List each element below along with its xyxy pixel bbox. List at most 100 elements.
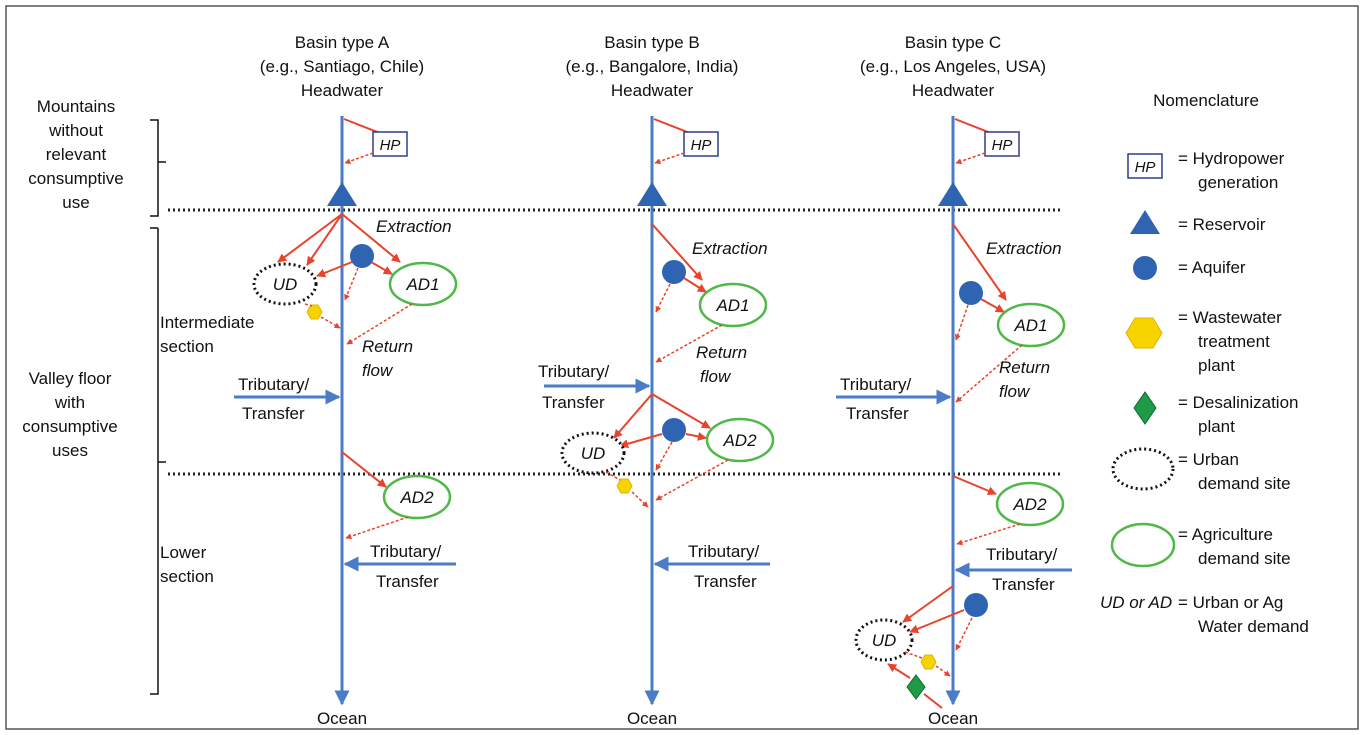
basin-a-tributary-label: Transfer — [242, 404, 305, 423]
zone-label-line: Lower — [160, 543, 207, 562]
basin-b-aquifer2-to-ad2 — [685, 431, 707, 441]
basin-c-extraction-ad1 — [952, 223, 1007, 301]
basin-a-wwtp-return — [320, 316, 341, 329]
basin-b-header: Basin type B (e.g., Bangalore, India) He… — [566, 33, 739, 100]
figure-border — [5, 5, 1359, 730]
basin-b-extraction-ad1 — [651, 223, 703, 281]
basin-b-aquifer2-recharge — [655, 441, 673, 471]
legend: Nomenclature HP = Hydropower generation … — [1100, 91, 1309, 636]
basin-c-hp-return — [955, 152, 986, 165]
basin-b-reservoir — [637, 182, 667, 206]
basin-c-header: Basin type C (e.g., Los Angeles, USA) He… — [860, 33, 1046, 100]
zone-label-line: without — [48, 121, 103, 140]
basin-b-ad1-label: AD1 — [715, 296, 749, 315]
mountains-brace — [150, 119, 166, 217]
legend-wastewater-icon — [1125, 317, 1163, 349]
basin-a-extraction-ud2 — [277, 213, 343, 263]
basin-b-tributary-label: Transfer — [542, 393, 605, 412]
legend-uda-text: Water demand — [1198, 617, 1309, 636]
basin-c-ad2-label: AD2 — [1012, 495, 1047, 514]
basin-a-aquifer-to-ad1 — [370, 261, 393, 275]
legend-desal-text: plant — [1198, 417, 1235, 436]
basin-b-ud-to-wwtp — [605, 471, 621, 481]
basin-c-return-label: flow — [999, 382, 1031, 401]
basin-c-extraction-label: Extraction — [986, 239, 1062, 258]
basin-b-example: (e.g., Bangalore, India) — [566, 57, 739, 76]
basin-b-lower-tributary-label: Tributary/ — [688, 542, 759, 561]
basin-b-ad2-return — [655, 459, 729, 501]
legend-aquifer-text: = Aquifer — [1178, 258, 1246, 277]
basin-a-hp-box — [372, 131, 408, 157]
legend-agriculture-icon — [1110, 522, 1176, 568]
zone-label-line: section — [160, 567, 214, 586]
basin-a-hp-label: HP — [380, 137, 401, 154]
basin-a-extraction-ad2 — [341, 451, 387, 488]
zone-label-line: section — [160, 337, 214, 356]
basin-a-aquifer — [350, 244, 374, 268]
zone-label-line: consumptive — [22, 417, 117, 436]
basin-b-extraction-ad2 — [651, 393, 711, 429]
legend-agri-text: = Agriculture — [1178, 525, 1273, 544]
legend-hydropower-icon — [1127, 153, 1163, 179]
basin-a-extraction-ad1 — [341, 213, 401, 263]
basin-c-lower-tributary-label: Tributary/ — [986, 545, 1057, 564]
legend-aquifer-icon — [1133, 256, 1157, 280]
legend-hydropower-text: = Hydropower — [1178, 149, 1285, 168]
basin-a-example: (e.g., Santiago, Chile) — [260, 57, 424, 76]
legend-hydropower-text: generation — [1198, 173, 1278, 192]
basin-c-wastewater-plant — [920, 654, 937, 670]
basin-b-lower-tributary-label: Transfer — [694, 572, 757, 591]
basin-c-hp-label: HP — [992, 137, 1013, 154]
basin-b-extraction-ud — [613, 393, 653, 439]
basin-c-desal-to-ud — [887, 663, 911, 679]
legend-urban-text: = Urban — [1178, 450, 1239, 469]
basin-a-header: Basin type A (e.g., Santiago, Chile) Hea… — [260, 33, 424, 100]
basin-c-ad1 — [996, 302, 1066, 348]
basin-a-ad1 — [388, 261, 458, 307]
basin-b-aquifer-recharge — [655, 283, 671, 313]
basin-a-tributary-label: Tributary/ — [238, 375, 309, 394]
basin-c-ad1-return — [955, 344, 1023, 403]
basin-b-ud-label: UD — [581, 444, 606, 463]
basin-c-ud-to-wwtp — [904, 651, 923, 659]
basin-a-extraction-label: Extraction — [376, 217, 452, 236]
basin-a-lower-tributary-label: Tributary/ — [370, 542, 441, 561]
zone-label-line: Mountains — [37, 97, 115, 116]
basin-c-hp-box — [984, 131, 1020, 157]
basin-b-ocean: Ocean — [627, 709, 677, 728]
basin-c-ad2-return — [956, 523, 1021, 546]
basin-c-aquifer2-to-ud — [909, 609, 965, 634]
basin-a-headwater: Headwater — [301, 81, 384, 100]
zone-valley-label: Valley floor with consumptive uses — [22, 369, 117, 460]
basin-c-aquifer2-recharge — [955, 617, 973, 651]
basin-c-extraction-ad2 — [952, 475, 997, 496]
basin-a-ocean: Ocean — [317, 709, 367, 728]
basin-b-aquifer2-to-ud — [619, 433, 663, 449]
basin-c-ocean-intake — [923, 693, 943, 709]
zone-label-line: use — [62, 193, 89, 212]
legend-uda-key: UD or AD — [1100, 593, 1172, 612]
basin-c-aquifer — [959, 281, 983, 305]
legend-urban-icon — [1111, 447, 1175, 491]
basin-a-return-label: Return — [362, 337, 413, 356]
basin-b-tributary-label: Tributary/ — [538, 362, 609, 381]
basin-b-urban-demand — [560, 431, 626, 475]
basin-c-return-label: Return — [999, 358, 1050, 377]
basin-b-aquifer-2 — [662, 418, 686, 442]
zone-label-line: with — [54, 393, 85, 412]
legend-wastewater-text: treatment — [1198, 332, 1270, 351]
legend-uda-text: = Urban or Ag — [1178, 593, 1283, 612]
legend-reservoir-text: = Reservoir — [1178, 215, 1266, 234]
zone-label-line: Valley floor — [29, 369, 112, 388]
basin-b-ad1 — [698, 282, 768, 328]
basin-b-ad2 — [705, 417, 775, 463]
basin-c-tributary-label: Tributary/ — [840, 375, 911, 394]
zone-mountains-label: Mountains without relevant consumptive u… — [28, 97, 123, 212]
legend-title: Nomenclature — [1153, 91, 1259, 110]
legend-desalinization-icon — [1133, 391, 1157, 425]
legend-wastewater-text: plant — [1198, 356, 1235, 375]
basin-c-aquifer-to-ad1 — [980, 298, 1005, 313]
basin-c-ocean: Ocean — [928, 709, 978, 728]
basin-c-urban-demand — [854, 618, 914, 662]
basin-a-aquifer-to-ud — [316, 261, 353, 278]
